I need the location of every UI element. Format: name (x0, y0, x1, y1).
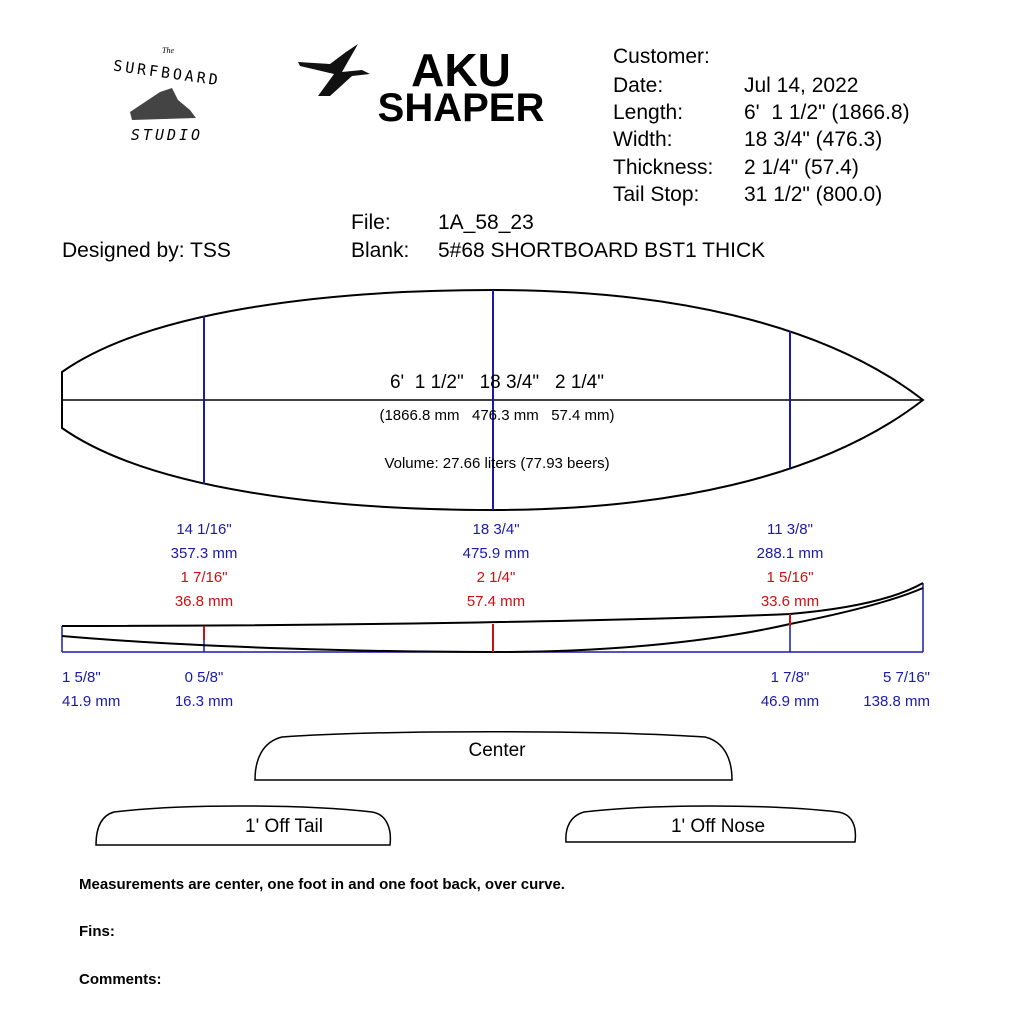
station-lines (203, 290, 791, 510)
station-width-mm: 475.9 mm (462, 545, 530, 562)
station-width-in: 11 3/8" (767, 521, 813, 538)
rocker-tail-mm: 41.9 mm (62, 693, 121, 710)
template-center-label: Center (468, 740, 526, 761)
tailstop-label: Tail Stop: (613, 183, 700, 206)
date-value: Jul 14, 2022 (744, 74, 859, 97)
rocker-1ft-nose-in: 1 7/8" (770, 669, 810, 686)
length-label: Length: (613, 101, 684, 124)
width-value: 18 3/4" (476.3) (744, 128, 883, 151)
blank-label: Blank: (351, 239, 410, 262)
station-thick-mm: 33.6 mm (760, 593, 820, 610)
outline-dimensions: 6' 1 1/2" 18 3/4" 2 1/4" (389, 372, 605, 393)
outline-dimensions-mm: (1866.8 mm 476.3 mm 57.4 mm) (379, 407, 615, 424)
rocker-1ft-tail-in: 0 5/8" (184, 669, 224, 686)
thickness-label: Thickness: (613, 156, 714, 179)
file-label: File: (351, 211, 391, 234)
length-value: 6' 1 1/2" (1866.8) (744, 101, 910, 124)
template-nose-label: 1' Off Nose (670, 816, 766, 837)
station-thick-in: 1 7/16" (180, 569, 228, 586)
width-label: Width: (613, 128, 673, 151)
rocker-1ft-nose-mm: 46.9 mm (760, 693, 820, 710)
station-width-mm: 288.1 mm (756, 545, 824, 562)
template-tail (95, 805, 392, 846)
designer: Designed by: TSS (62, 239, 231, 262)
bird-icon (298, 44, 370, 96)
fins-label: Fins: (79, 923, 115, 940)
brand-line2: SHAPER (377, 86, 545, 130)
logo-bottom-text: STUDIO (130, 126, 204, 144)
station-thick-in: 1 5/16" (766, 569, 814, 586)
rocker-nose-mm: 138.8 mm (863, 693, 930, 710)
station-thick-mm: 36.8 mm (174, 593, 234, 610)
comments-label: Comments: (79, 971, 162, 988)
station-width-in: 14 1/16" (176, 521, 232, 538)
rocker-tail-in: 1 5/8" (62, 669, 101, 686)
station-width-mm: 357.3 mm (170, 545, 238, 562)
thickness-value: 2 1/4" (57.4) (744, 156, 859, 179)
measurements-note: Measurements are center, one foot in and… (79, 876, 565, 893)
file-value: 1A_58_23 (438, 211, 534, 234)
blank-value: 5#68 SHORTBOARD BST1 THICK (438, 239, 766, 262)
logo-small-text: The (162, 46, 174, 55)
rocker-1ft-tail-mm: 16.3 mm (174, 693, 234, 710)
date-label: Date: (613, 74, 664, 97)
template-tail-label: 1' Off Tail (245, 816, 323, 837)
logo-top-text: SURFBOARD (112, 56, 222, 90)
tailstop-value: 31 1/2" (800.0) (744, 183, 883, 206)
station-width-in: 18 3/4" (472, 521, 520, 538)
volume: Volume: 27.66 liters (77.93 beers) (384, 455, 610, 472)
customer-label: Customer: (613, 45, 710, 68)
brand-line1: AKU (411, 44, 511, 96)
board-outline (61, 288, 925, 512)
station-thick-mm: 57.4 mm (466, 593, 526, 610)
rocker-nose-in: 5 7/16" (882, 669, 930, 686)
station-thick-in: 2 1/4" (476, 569, 516, 586)
